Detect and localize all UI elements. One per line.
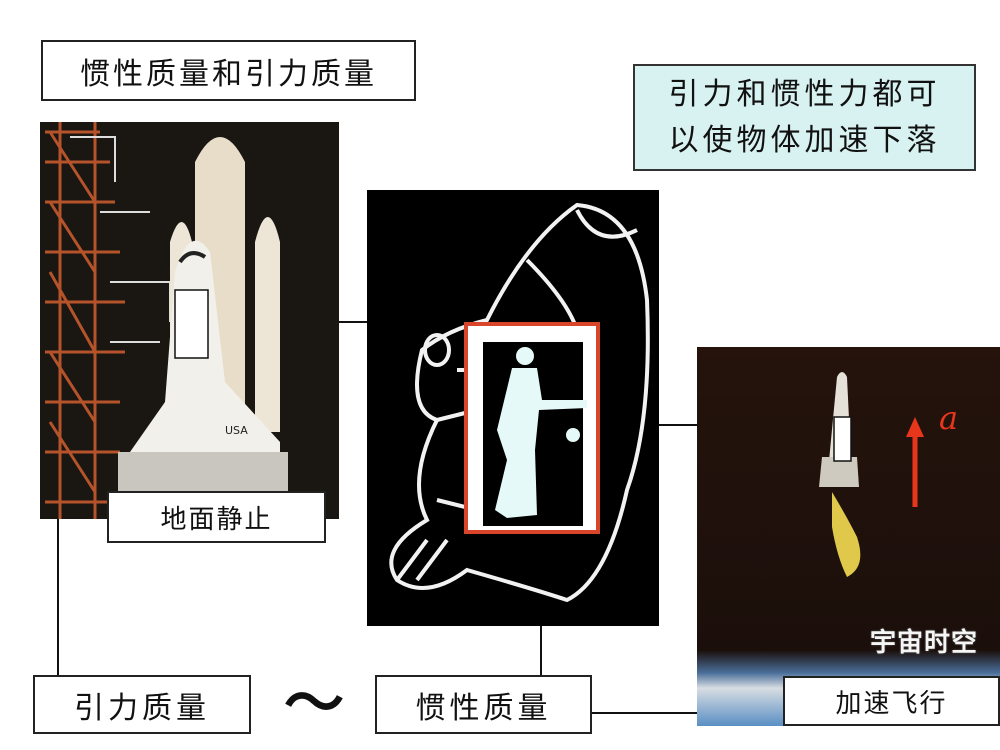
connector-middle-vertical xyxy=(540,624,542,676)
note-line-2: 以使物体加速下落 xyxy=(668,122,941,158)
inertial-mass-box: 惯性质量 xyxy=(375,675,592,734)
rocket-outline-photo xyxy=(367,190,659,626)
person-silhouette xyxy=(495,347,587,518)
equivalence-tilde: 〜 xyxy=(284,669,344,739)
acceleration-label: a xyxy=(939,399,958,437)
note-line-1: 引力和惯性力都可 xyxy=(668,76,941,112)
connector-bottom-right xyxy=(591,712,698,714)
label-ground-rest-text: 地面静止 xyxy=(160,504,273,535)
title: 惯性质量和引力质量 xyxy=(80,56,377,92)
usa-marking: USA xyxy=(225,424,248,437)
title-box: 惯性质量和引力质量 xyxy=(41,40,416,101)
label-accelerating-flight: 加速飞行 xyxy=(783,676,1000,726)
shuttle-highlight-box xyxy=(174,289,209,359)
gravitational-mass-label: 引力质量 xyxy=(74,690,210,726)
connector-left-vertical xyxy=(57,518,59,676)
shuttle-in-flight-photo: a xyxy=(697,347,1000,726)
inertial-mass-label: 惯性质量 xyxy=(415,690,552,726)
label-ground-rest: 地面静止 xyxy=(107,491,326,543)
acceleration-arrow xyxy=(906,417,924,507)
shuttle-on-pad-photo: USA xyxy=(40,122,339,519)
note-box: 引力和惯性力都可 以使物体加速下落 xyxy=(633,64,976,171)
watermark: 宇宙时空 xyxy=(870,628,979,658)
label-accelerating-flight-text: 加速飞行 xyxy=(835,688,948,719)
gravitational-mass-box: 引力质量 xyxy=(33,675,251,734)
flight-highlight-box xyxy=(833,416,852,462)
